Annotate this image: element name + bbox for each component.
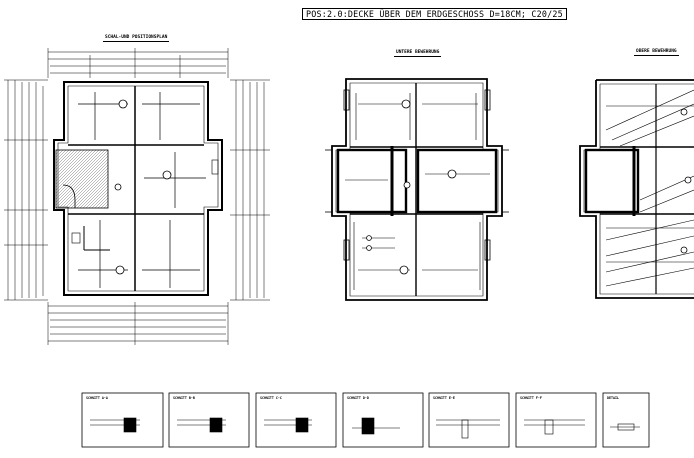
detail-frame-7: [602, 392, 650, 448]
dimension-lines-top: [47, 48, 229, 78]
dimension-lines-bottom: [47, 302, 229, 345]
outer-wall: [53, 81, 223, 296]
outer-wall: [331, 78, 503, 301]
detail-frame-2: [168, 392, 250, 448]
detail-title-5: SCHNITT E-E: [433, 396, 455, 400]
detail-title-4: SCHNITT D-D: [347, 396, 369, 400]
view-title-top-rebar: OBERE BEWEHRUNG: [634, 49, 679, 56]
plan-top-reinforcement: [579, 79, 694, 299]
plan-bottom-reinforcement: [325, 78, 509, 301]
detail-title-1: SCHNITT A-A: [86, 396, 108, 400]
detail-title-3: SCHNITT C-C: [260, 396, 282, 400]
outer-wall: [579, 79, 694, 299]
view-title-formwork: SCHAL-UND POSITIONSPLAN: [103, 35, 170, 42]
section-details: [81, 392, 650, 448]
dimension-lines-left: [4, 79, 48, 301]
detail-title-2: SCHNITT B-B: [173, 396, 195, 400]
detail-frame-3: [255, 392, 337, 448]
view-title-bottom-rebar: UNTERE BEWEHRUNG: [394, 50, 442, 57]
stair-hatch: [55, 149, 109, 209]
detail-title-6: SCHNITT F-F: [520, 396, 542, 400]
detail-frame-1: [81, 392, 164, 448]
detail-frame-5: [428, 392, 510, 448]
dimension-lines-right: [230, 79, 270, 301]
plan-formwork: [4, 48, 270, 345]
detail-title-7: DETAIL: [607, 396, 619, 400]
detail-frame-4: [342, 392, 424, 448]
sheet-title: POS:2.0:DECKE ÜBER DEM ERDGESCHOSS D=18C…: [302, 8, 567, 21]
detail-frame-6: [515, 392, 597, 448]
